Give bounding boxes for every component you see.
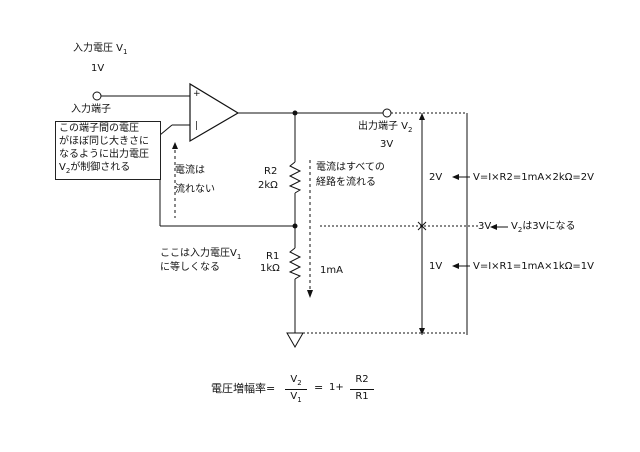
output-value-label: 3V bbox=[380, 139, 394, 150]
no-current-label-2: 流れない bbox=[175, 184, 215, 195]
input-terminal-label: 入力端子 bbox=[71, 104, 111, 115]
formula-den2: R1 bbox=[355, 391, 369, 402]
note-box: この端子間の電圧 がほぼ同じ大きさに なるように出力電圧 V2が制御される bbox=[55, 121, 161, 180]
voltage-1v: 1V bbox=[429, 261, 443, 272]
note-line-4: V2が制御される bbox=[59, 162, 131, 175]
formula-num1: V2 bbox=[290, 374, 302, 387]
r2-value: 2kΩ bbox=[258, 180, 278, 191]
minus-sign: | bbox=[195, 121, 199, 131]
output-terminal-label: 出力端子 V2 bbox=[358, 121, 413, 134]
input-value-label: 1V bbox=[91, 63, 105, 74]
formula-one-plus: 1+ bbox=[329, 382, 344, 393]
equal-input-label-1: ここは入力電圧V1 bbox=[160, 248, 242, 261]
voltage-2v: 2V bbox=[429, 172, 443, 183]
formula-lhs: 電圧増幅率= bbox=[211, 382, 276, 395]
formula-bar-2 bbox=[350, 389, 374, 390]
r1-name: R1 bbox=[266, 251, 280, 262]
note-line-3: なるように出力電圧 bbox=[59, 149, 149, 160]
equation-v2: V2は3Vになる bbox=[511, 221, 576, 234]
plus-sign: + bbox=[193, 89, 201, 99]
ground-symbol bbox=[286, 332, 304, 349]
note-line-2: がほぼ同じ大きさに bbox=[59, 136, 149, 147]
r2-name: R2 bbox=[264, 166, 278, 177]
input-terminal-circle bbox=[92, 91, 102, 101]
all-current-label-2: 経路を流れる bbox=[316, 177, 376, 188]
note-line-1: この端子間の電圧 bbox=[59, 123, 139, 134]
output-terminal-circle bbox=[382, 108, 392, 118]
all-current-label-1: 電流はすべての bbox=[316, 162, 385, 173]
mid-node-dot bbox=[292, 223, 298, 229]
resistor-r2 bbox=[288, 161, 302, 194]
current-value: 1mA bbox=[320, 265, 343, 276]
resistor-r1 bbox=[288, 247, 302, 280]
equation-r1: V=I×R1=1mA×1kΩ=1V bbox=[473, 261, 594, 272]
input-voltage-label: 入力電圧 V1 bbox=[73, 43, 128, 56]
formula-den1: V1 bbox=[290, 391, 302, 404]
formula-bar-1 bbox=[285, 389, 307, 390]
formula-num2: R2 bbox=[355, 374, 369, 385]
formula-eq: = bbox=[314, 381, 324, 394]
equation-r2: V=I×R2=1mA×2kΩ=2V bbox=[473, 172, 594, 183]
no-current-label-1: 電流は bbox=[175, 165, 205, 176]
equal-input-label-2: に等しくなる bbox=[160, 262, 220, 273]
voltage-3v: 3V bbox=[478, 221, 492, 232]
r1-value: 1kΩ bbox=[260, 263, 280, 274]
op-amp-symbol bbox=[189, 82, 240, 143]
